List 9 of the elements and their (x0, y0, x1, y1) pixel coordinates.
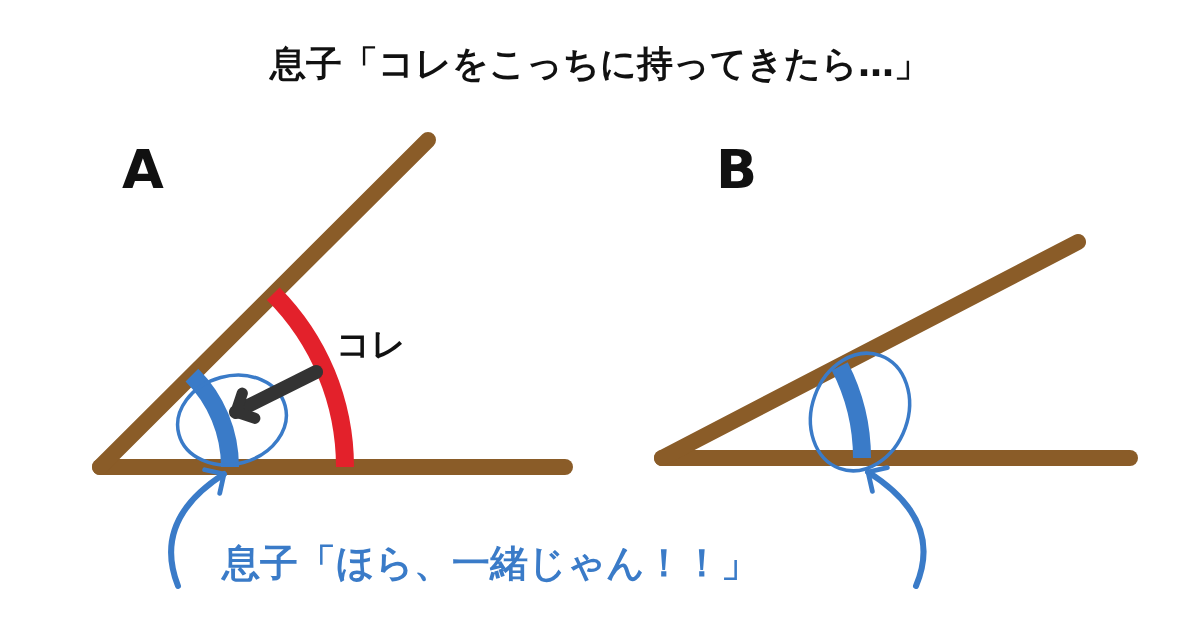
figure-label: A (122, 138, 164, 201)
title: 息子「コレをこっちに持ってきたら…」 (268, 42, 931, 86)
angle-arc (831, 362, 871, 459)
arc-label: コレ (336, 323, 406, 366)
arrow (865, 465, 927, 589)
arrow (168, 468, 227, 589)
figure-label: B (716, 138, 758, 201)
speech-text: 息子「ほら、一緒じゃん！！」 (222, 538, 759, 589)
angle-arc (185, 369, 239, 468)
